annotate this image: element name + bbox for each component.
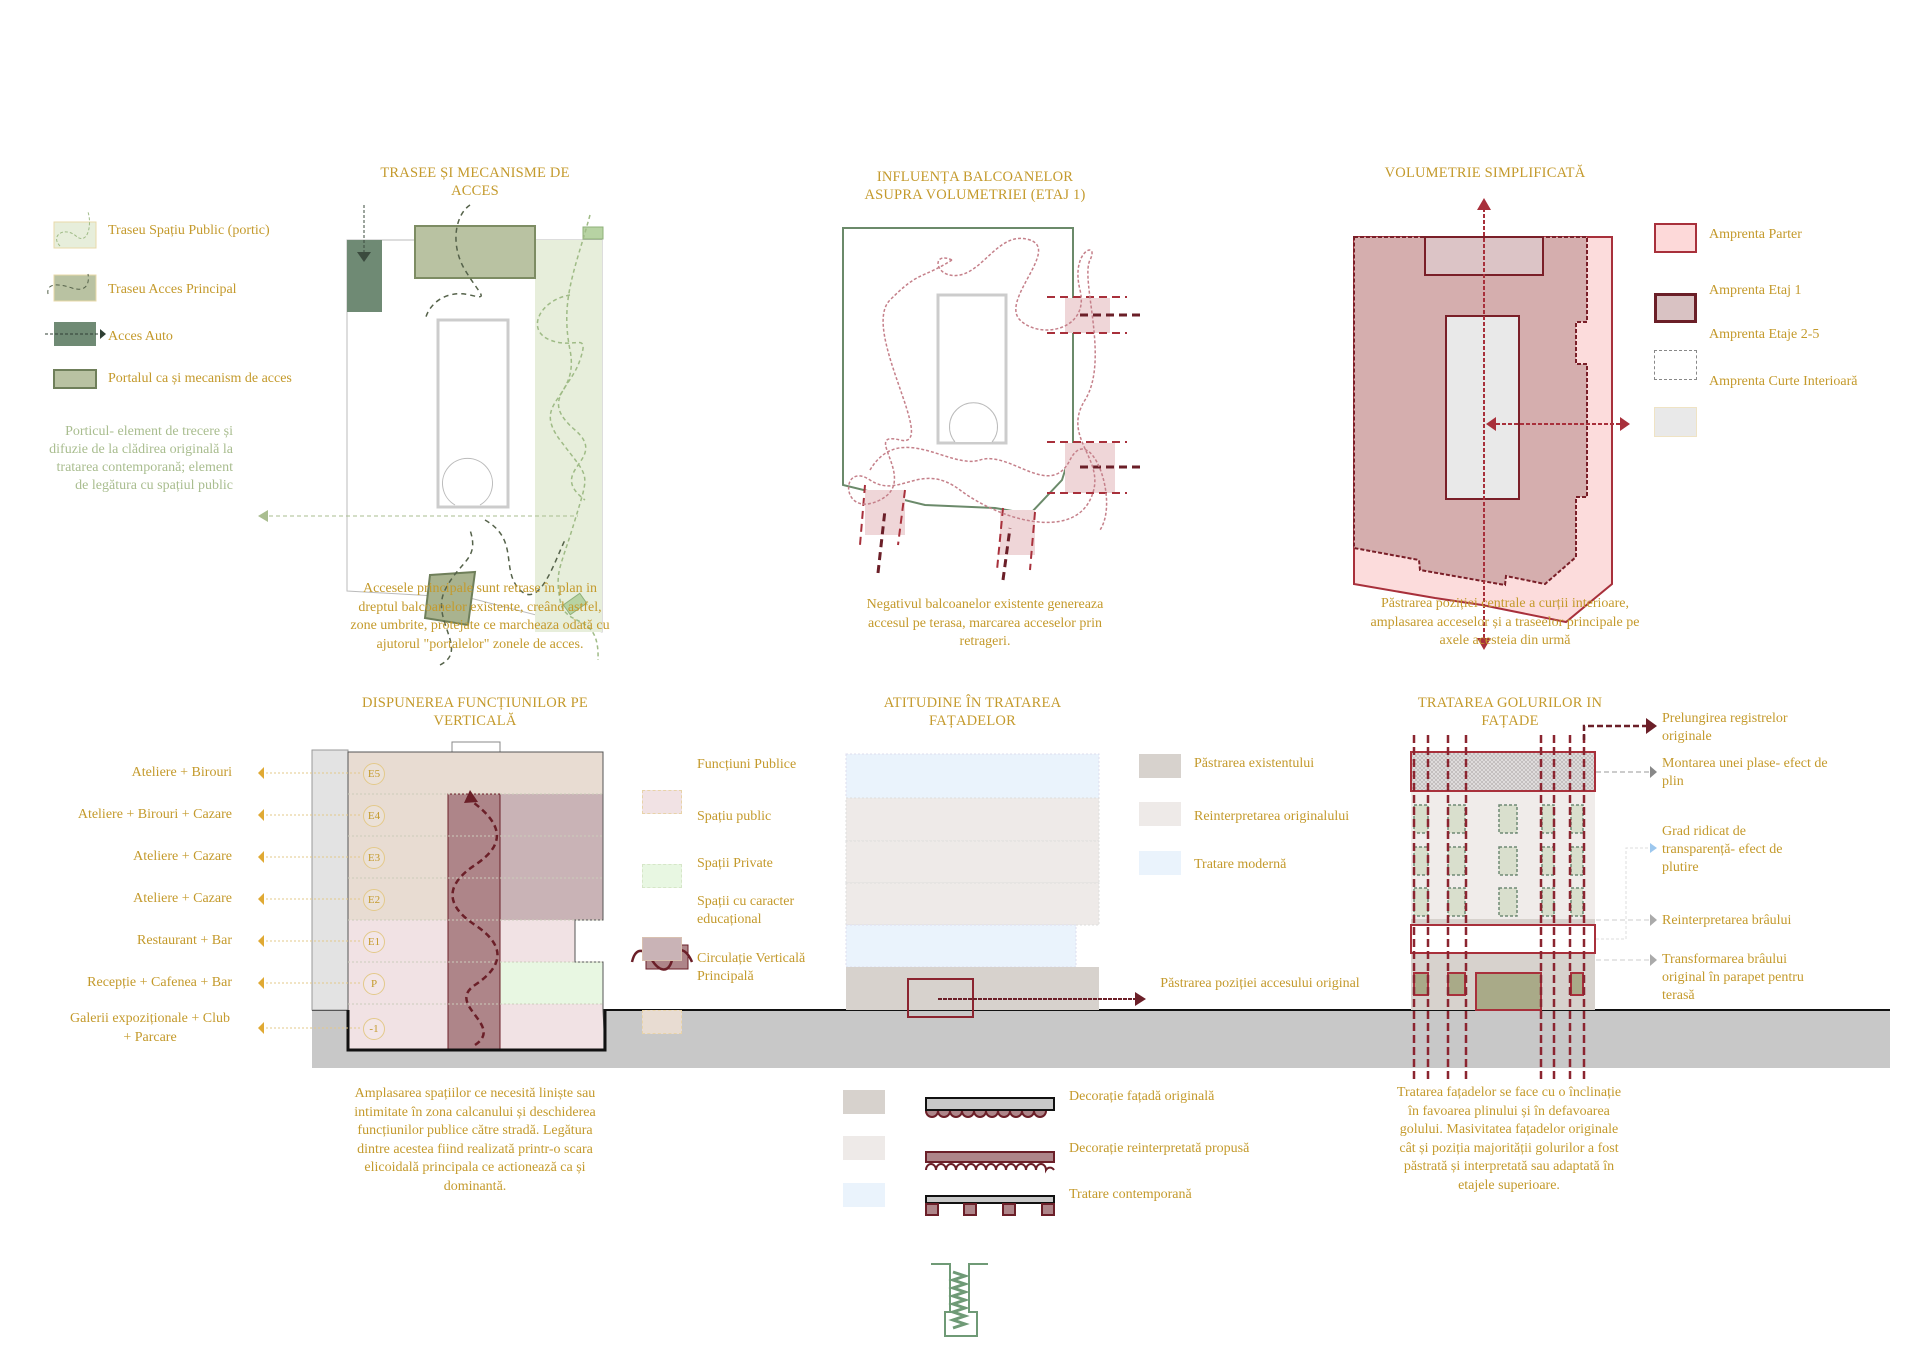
reinterpreted-decoration-icon [925, 1151, 1055, 1174]
floor-function-label: Ateliere + Birouri [131, 765, 232, 780]
legend-portal: Portalul ca și mecanism de acces [108, 371, 292, 386]
legend-label: Spațiu public [697, 809, 772, 824]
legend-swatch-educational [642, 1010, 682, 1034]
legend-label: Spații cu caracter educațional [697, 894, 795, 927]
portico-note: Porticul- element de trecere și difuzie … [49, 424, 233, 493]
legend-swatch-modern [1139, 851, 1181, 875]
main-access-route-icon [47, 273, 97, 302]
panel-title: INFLUENȚA BALCOANELOR ASUPRA VOLUMETRIEI… [864, 169, 1086, 203]
panel-caption: Păstrarea poziției centrale a curții int… [1370, 596, 1640, 648]
decor-swatch-contemporary [843, 1183, 885, 1207]
floor-badge: E5 [363, 763, 385, 785]
legend-label: Păstrarea existentului [1194, 756, 1315, 771]
legend-swatch-public-functions [642, 790, 682, 814]
legend-label: Reinterpretarea originalului [1194, 809, 1350, 824]
legend-swatch-first-floor [1654, 293, 1697, 323]
floor-function-label: Ateliere + Birouri + Cazare [77, 807, 232, 822]
floor-badge: E2 [363, 889, 385, 911]
panel-title: TRASEE ȘI MECANISME DE ACCES [380, 165, 570, 199]
panel-title: DISPUNEREA FUNCȚIUNILOR PE VERTICALĂ [362, 695, 588, 729]
note-belt: Reinterpretarea brâului [1662, 913, 1792, 928]
floor-function-label: Ateliere + Cazare [133, 891, 232, 906]
public-route-icon [53, 211, 97, 249]
decor-swatch-reinterpreted [843, 1136, 885, 1160]
legend-label: Amprenta Parter [1709, 227, 1802, 242]
decor-label: Decorație fațadă originală [1069, 1089, 1215, 1104]
legend-swatch-reinterpret [1139, 802, 1181, 826]
note-transparency: Grad ridicat de transparență- efect de p… [1662, 824, 1783, 875]
legend-car-access: Acces Auto [108, 329, 173, 344]
legend-swatch-preserve [1139, 754, 1181, 778]
courtyard-footprint [1445, 315, 1520, 500]
legend-swatch-public-space [642, 864, 682, 888]
portal-icon [53, 369, 97, 389]
panel-caption: Accesele principale sunt retrase în plan… [350, 581, 610, 652]
decor-label: Decorație reinterpretată propusă [1069, 1141, 1250, 1156]
floor-badge: E4 [363, 805, 385, 827]
panel-title: TRATAREA GOLURILOR IN FAȚADE [1417, 695, 1603, 729]
register-lines [1412, 735, 1586, 1080]
portal-south [423, 570, 477, 627]
panel-title: ATITUDINE ÎN TRATAREA FAȚADELOR [883, 695, 1062, 729]
floor-function-label: Galerii expoziționale + Club + Parcare [70, 1011, 230, 1045]
floor-badge: E3 [363, 847, 385, 869]
legend-label: Amprenta Etaje 2-5 [1709, 327, 1820, 342]
floor-leaders [262, 772, 362, 1029]
legend-main-access: Traseu Acces Principal [108, 282, 237, 297]
legend-swatch-private [642, 937, 682, 961]
legend-label: Tratare modernă [1194, 857, 1287, 872]
legend-swatch-ground-floor [1654, 223, 1697, 253]
car-access-icon [45, 322, 106, 346]
contemporary-treatment-icon [925, 1195, 1055, 1216]
panel-caption: Negativul balcoanelor existente genereaz… [866, 597, 1104, 649]
legend-label: Spații Private [697, 856, 773, 871]
floor-badge: E1 [363, 931, 385, 953]
floor-badge: P [363, 973, 385, 995]
courtyard [436, 318, 510, 509]
legend-label: Amprenta Etaj 1 [1709, 283, 1802, 298]
note-parapet: Transformarea brâului original în parape… [1662, 952, 1804, 1003]
legend-label: Funcțiuni Publice [697, 757, 797, 772]
floor-function-label: Recepție + Cafenea + Bar [87, 975, 232, 990]
note-mesh: Montarea unei plase- efect de plin [1662, 756, 1828, 789]
panel-caption: Tratarea fațadelor se face cu o înclinaț… [1396, 1085, 1622, 1193]
decor-label: Tratare contemporană [1069, 1187, 1192, 1202]
access-note: Păstrarea poziției accesului original [1160, 976, 1360, 991]
portico-strip [535, 240, 602, 632]
legend-swatch-courtyard [1654, 407, 1697, 437]
legend-label: Amprenta Curte Interioară [1709, 374, 1858, 389]
legend-public-route: Traseu Spațiu Public (portic) [108, 223, 270, 238]
legend-swatch-upper-floors [1654, 350, 1697, 380]
note-registers: Prelungirea registrelor originale [1662, 711, 1788, 744]
floor-badge: -1 [363, 1018, 385, 1040]
original-decoration-icon [925, 1097, 1055, 1118]
decor-swatch-original [843, 1090, 885, 1114]
floor-function-label: Restaurant + Bar [137, 933, 232, 948]
legend-label: Circulație Verticală Principală [697, 951, 806, 984]
portal-north [414, 225, 536, 279]
floor-function-label: Ateliere + Cazare [133, 849, 232, 864]
panel-caption: Amplasarea spațiilor ce necesită liniște… [354, 1086, 596, 1194]
spiral-stair-path [451, 798, 499, 1047]
panel-title: VOLUMETRIE SIMPLIFICATĂ [1384, 165, 1586, 181]
